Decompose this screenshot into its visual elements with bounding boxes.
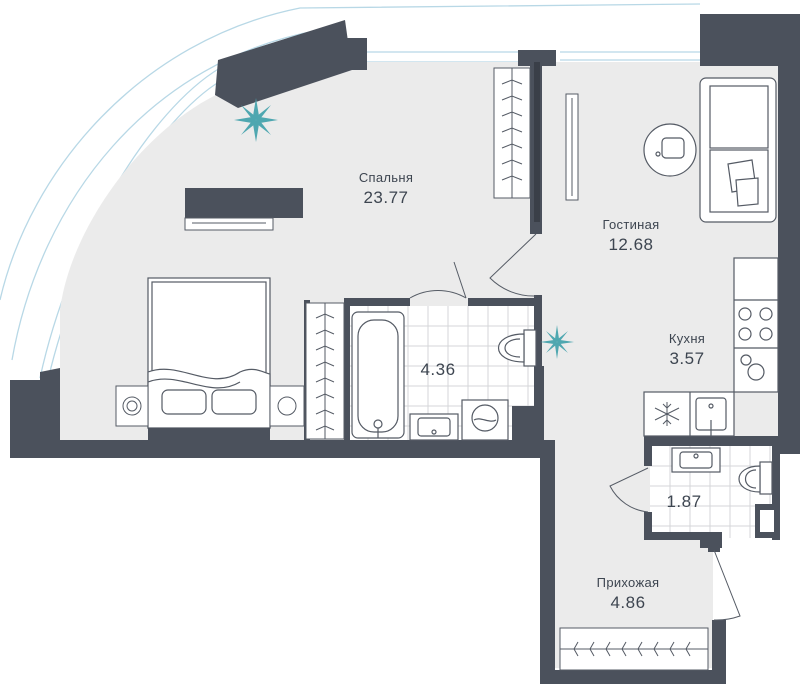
room-area: 3.57: [669, 349, 705, 368]
bathroom-fixtures: [409, 329, 537, 441]
wc-fixtures: [671, 447, 773, 495]
room-kitchen: Кухня 3.57: [617, 331, 757, 369]
tv-console: [184, 217, 274, 231]
kitchen-counter: [643, 257, 779, 437]
sofa: [699, 77, 777, 223]
room-area: 12.68: [608, 235, 654, 254]
room-area: 4.86: [610, 593, 646, 612]
stove-icon: [738, 307, 773, 341]
room-area: 23.77: [363, 188, 409, 207]
bathtub: [351, 311, 405, 439]
snowflake-icon: [654, 402, 680, 426]
room-hallway: Прихожая 4.86: [558, 575, 698, 613]
room-area: 4.36: [420, 360, 456, 379]
hallway-wardrobe: [559, 627, 709, 671]
doors: [409, 233, 741, 621]
room-name: Кухня: [668, 331, 706, 346]
room-name: Прихожая: [596, 575, 660, 590]
room-name: Гостиная: [602, 217, 660, 232]
room-bedroom: Спальня 23.77: [316, 170, 456, 208]
nightstands: [115, 385, 305, 427]
partition-wardrobe: [493, 67, 579, 201]
plant-icon: [540, 325, 574, 359]
room-area: 1.87: [666, 492, 702, 511]
walls: [10, 14, 800, 684]
plant-icon: [234, 98, 278, 142]
room-wc: 1.87: [614, 489, 754, 512]
coffee-table: [643, 123, 697, 177]
bedroom-wardrobe: [305, 302, 345, 440]
room-name: Спальня: [358, 170, 414, 185]
room-bathroom: 4.36: [368, 357, 508, 380]
room-living: Гостиная 12.68: [561, 217, 701, 255]
double-bed: [147, 277, 271, 440]
